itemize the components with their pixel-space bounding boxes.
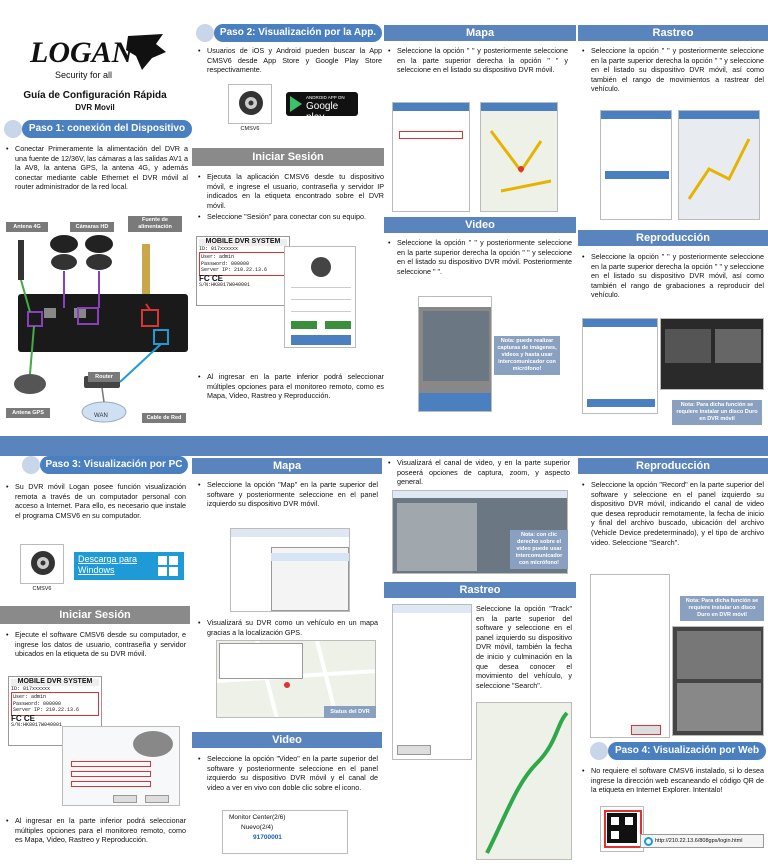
canal-text: Visualizará el canal de video, y en la p… (388, 458, 570, 489)
section-divider (0, 436, 768, 456)
rastreo-app-screen-1 (600, 110, 672, 220)
tagline: Security for all (55, 70, 113, 80)
rastreo-app-header: Rastreo (578, 25, 768, 41)
step1-text: Conectar Primeramente la alimentación de… (6, 144, 188, 194)
login-pc-header: Iniciar Sesión (0, 606, 190, 624)
repro-pc-text: Seleccione la opción "Record" en la part… (582, 480, 764, 549)
mapa-app-header: Mapa (384, 25, 576, 41)
cmsv6-pc-label: CMSV6 (32, 586, 52, 592)
rastreo-pc-form (392, 604, 472, 760)
login-app-text: Ejecuta la aplicación CMSV6 desde tu dis… (198, 172, 384, 224)
qr-sticker (600, 806, 644, 852)
step2-header: Paso 2: Visualización por la App. (214, 24, 382, 42)
step4-text: No requiere el software CMSV6 instalado,… (582, 766, 764, 797)
connection-diagram (4, 216, 190, 426)
windows-icon (158, 556, 178, 576)
mapa-app-screen-2 (480, 102, 558, 212)
cmsv6-label: CMSV6 (240, 126, 260, 132)
app-login-screenshot (284, 246, 356, 348)
page-title: Guía de Configuración Rápida (23, 90, 167, 101)
cmsv6-pc-icon[interactable] (20, 544, 64, 584)
video-app-header: Video (384, 217, 576, 233)
browser-bar[interactable]: http://210.22.13.6/808gps/login.html (640, 834, 764, 848)
login-app-header: Iniciar Sesión (192, 148, 384, 166)
label-antena-4g: Antena 4G (6, 222, 48, 232)
mapa-pc-text2: Visualizará su DVR como un vehículo en u… (198, 618, 378, 639)
rastreo-app-text: Seleccione la opción " " y posteriorment… (582, 46, 764, 96)
repro-pc-note: Nota: Para dicha función se requiere ins… (680, 596, 764, 621)
step2-dot (196, 24, 214, 42)
step3-dot (22, 456, 40, 474)
google-play-badge[interactable]: ANDROID APP ON Google play (286, 92, 358, 123)
login-pc-after: Al ingresar en la parte inferior podrá s… (6, 816, 186, 847)
download-windows-button[interactable]: Descarga para Windows (74, 552, 184, 580)
play-icon (290, 96, 302, 112)
mapa-pc-text: Seleccione la opción "Map" en la parte s… (198, 480, 378, 511)
repro-app-text: Seleccione la opción " " y posteriorment… (582, 252, 764, 302)
rastreo-pc-text: Seleccione la opción "Track" en la parte… (476, 604, 572, 690)
video-pc-text: Seleccione la opción "Video" en la parte… (198, 754, 378, 794)
mapa-pc-tree-screenshot (230, 528, 350, 612)
label-fuente: Fuente de alimentación (128, 216, 182, 232)
repro-app-screen-1 (582, 318, 658, 414)
repro-pc-form (590, 574, 670, 738)
repro-pc-header: Reproducción (578, 458, 768, 474)
step2-text: Usuarios de iOS y Android pueden buscar … (198, 46, 382, 77)
canal-note: Nota: con clic derecho sobre el video pu… (510, 530, 568, 569)
video-app-note: Nota: puede realizar capturas de imágene… (494, 336, 560, 375)
repro-app-note: Nota: Para dicha función se requiere ins… (672, 400, 762, 425)
step3-header: Paso 3: Visualización por PC (40, 456, 188, 474)
dvr-sticker: MOBILE DVR SYSTEM ID: 017xxxxxx User: ad… (196, 236, 290, 306)
login-pc-text: Ejecute el software CMSV6 desde su compu… (6, 630, 186, 661)
repro-app-screen-2 (660, 318, 764, 390)
repro-pc-video (672, 626, 764, 736)
label-antena-gps: Antena GPS (6, 408, 50, 418)
mapa-app-screen-1 (392, 102, 470, 212)
cmsv6-app-icon[interactable] (228, 84, 272, 124)
video-app-screen (418, 296, 492, 412)
label-router: Router (88, 372, 120, 382)
step4-header: Paso 4: Visualización por Web (608, 742, 766, 760)
step1-header: Paso 1: conexión del Dispositivo (22, 120, 192, 138)
rastreo-app-screen-2 (678, 110, 760, 220)
rastreo-pc-header: Rastreo (384, 582, 576, 598)
video-app-text: Seleccione la opción " " y posteriorment… (388, 238, 572, 278)
step3-text: Su DVR móvil Logan posee función visuali… (6, 482, 186, 522)
label-cable: Cable de Red (142, 413, 186, 423)
repro-app-header: Reproducción (578, 230, 768, 246)
login-app-after: Al ingresar en la parte inferior podrá s… (198, 372, 384, 403)
label-wan: WAN (94, 413, 108, 419)
canal-screenshot (392, 490, 568, 574)
step4-dot (590, 742, 608, 760)
status-dvr-label: Status del DVR (324, 706, 376, 718)
label-camaras: Cámaras HD (70, 222, 114, 232)
mapa-pc-header: Mapa (192, 458, 382, 474)
pc-login-screenshot (62, 726, 180, 806)
video-pc-header: Video (192, 732, 382, 748)
video-pc-tree: Monitor Center(2/6) Nuevo(2/4) 91700001 (222, 810, 348, 854)
svg-text:LOGAN: LOGAN (29, 36, 135, 69)
rastreo-pc-map (476, 702, 572, 860)
ie-icon (644, 837, 653, 846)
logo: LOGAN (28, 30, 168, 76)
mapa-app-text: Seleccione la opción " " y posteriorment… (388, 46, 568, 77)
page-subtitle: DVR Movil (75, 103, 115, 112)
mapa-pc-map (216, 640, 376, 718)
step1-dot (4, 120, 22, 138)
